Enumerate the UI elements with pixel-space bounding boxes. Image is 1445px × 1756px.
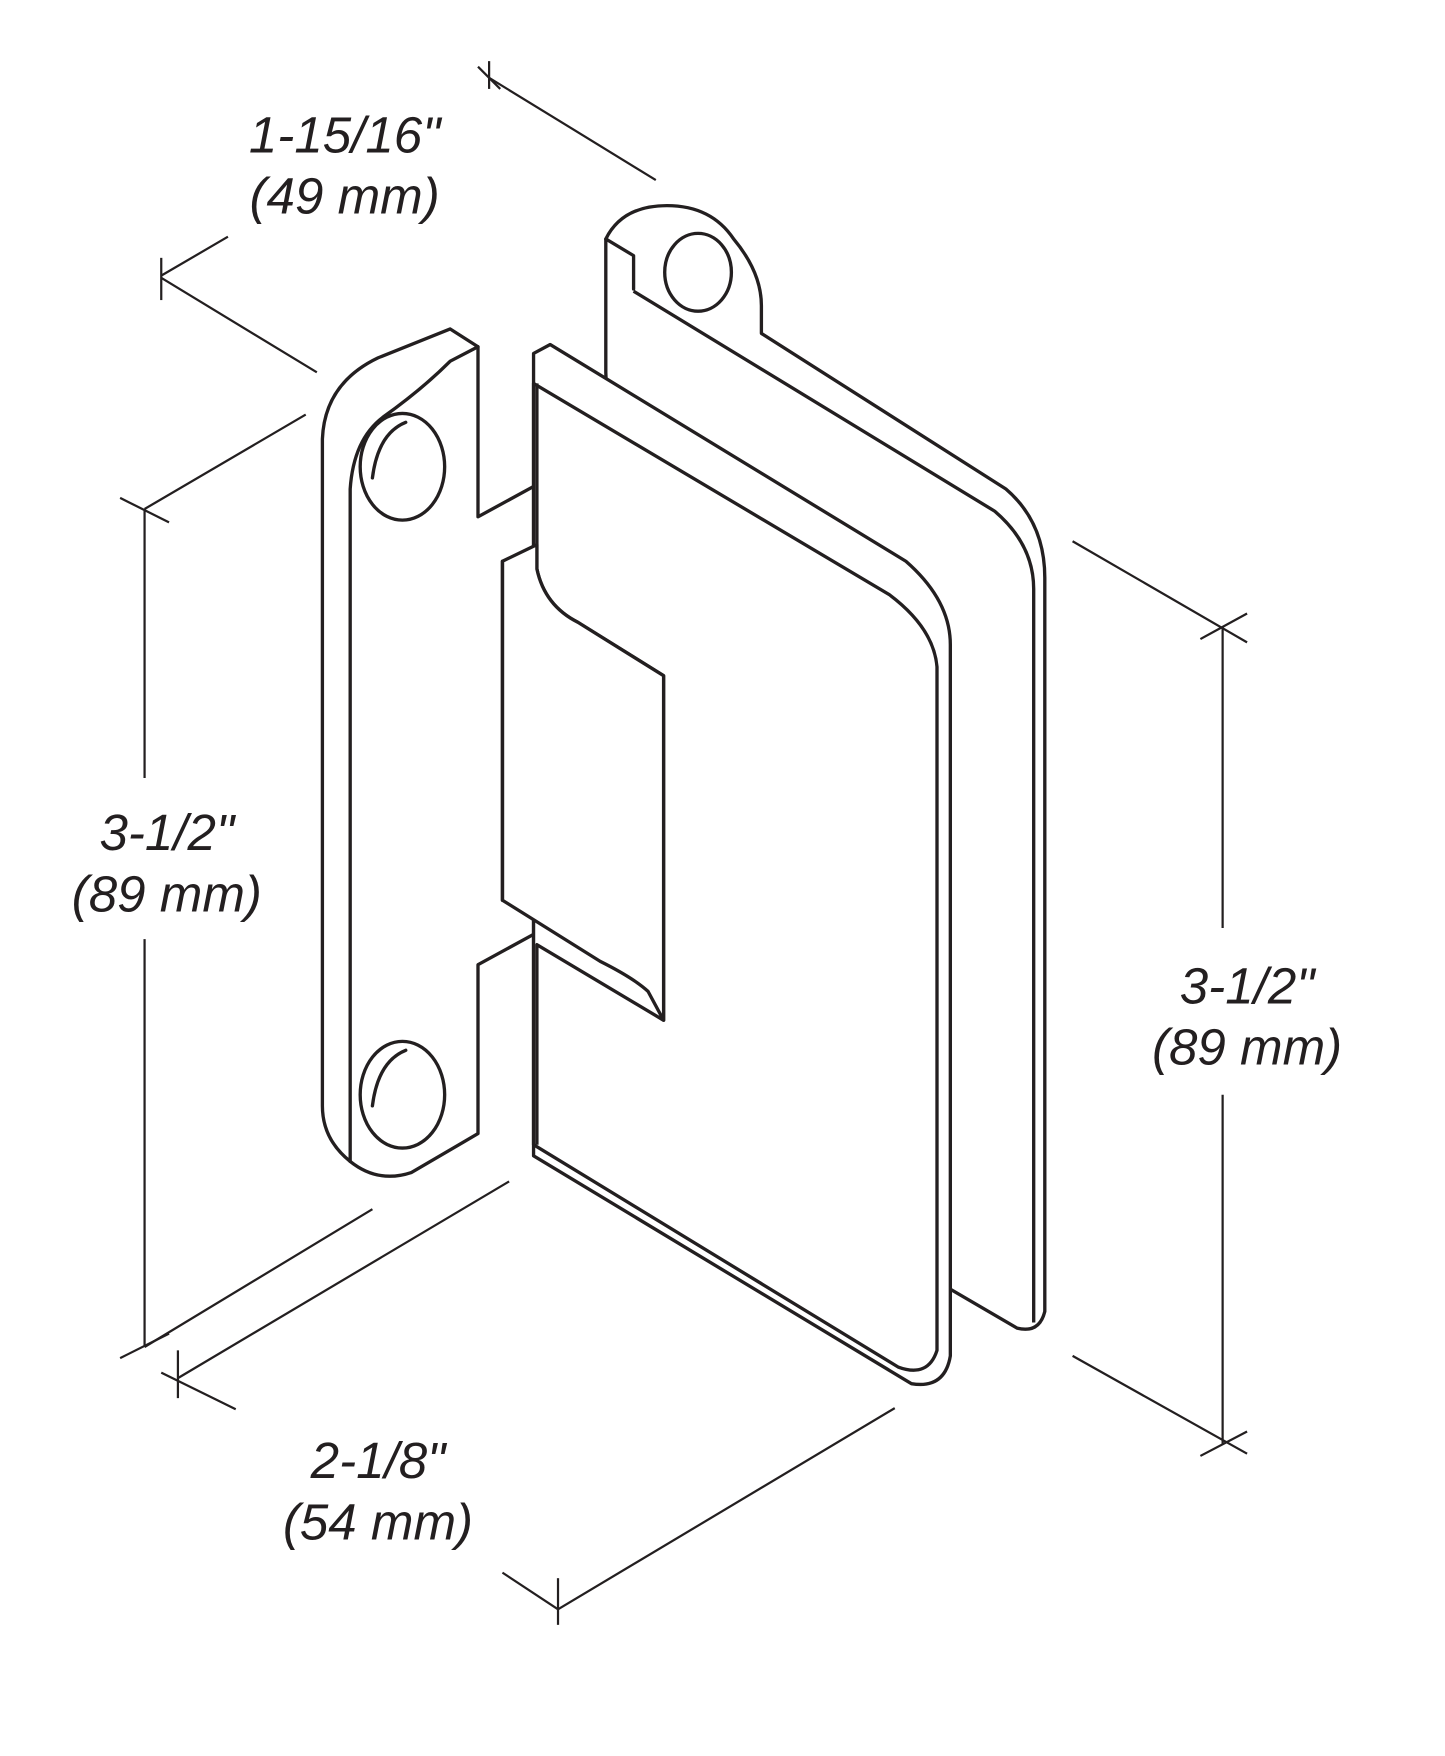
depth-dimension: 1-15/16" (49 mm) [160, 61, 657, 374]
width-metric-label: (54 mm) [283, 1493, 473, 1550]
depth-imperial-label: 1-15/16" [249, 106, 443, 163]
front-clamp-plate [500, 342, 953, 1387]
depth-metric-label: (49 mm) [250, 167, 440, 224]
width-imperial-label: 2-1/8" [310, 1432, 448, 1489]
right-height-imperial-label: 3-1/2" [1180, 958, 1317, 1015]
left-height-metric-label: (89 mm) [72, 865, 262, 922]
left-height-dimension: 3-1/2" (89 mm) [72, 413, 373, 1360]
right-height-metric-label: (89 mm) [1152, 1019, 1342, 1076]
right-height-dimension: 3-1/2" (89 mm) [1072, 540, 1342, 1457]
wall-mount-plate [320, 327, 541, 1178]
left-height-imperial-label: 3-1/2" [99, 804, 236, 861]
width-dimension: 2-1/8" (54 mm) [160, 1180, 896, 1625]
